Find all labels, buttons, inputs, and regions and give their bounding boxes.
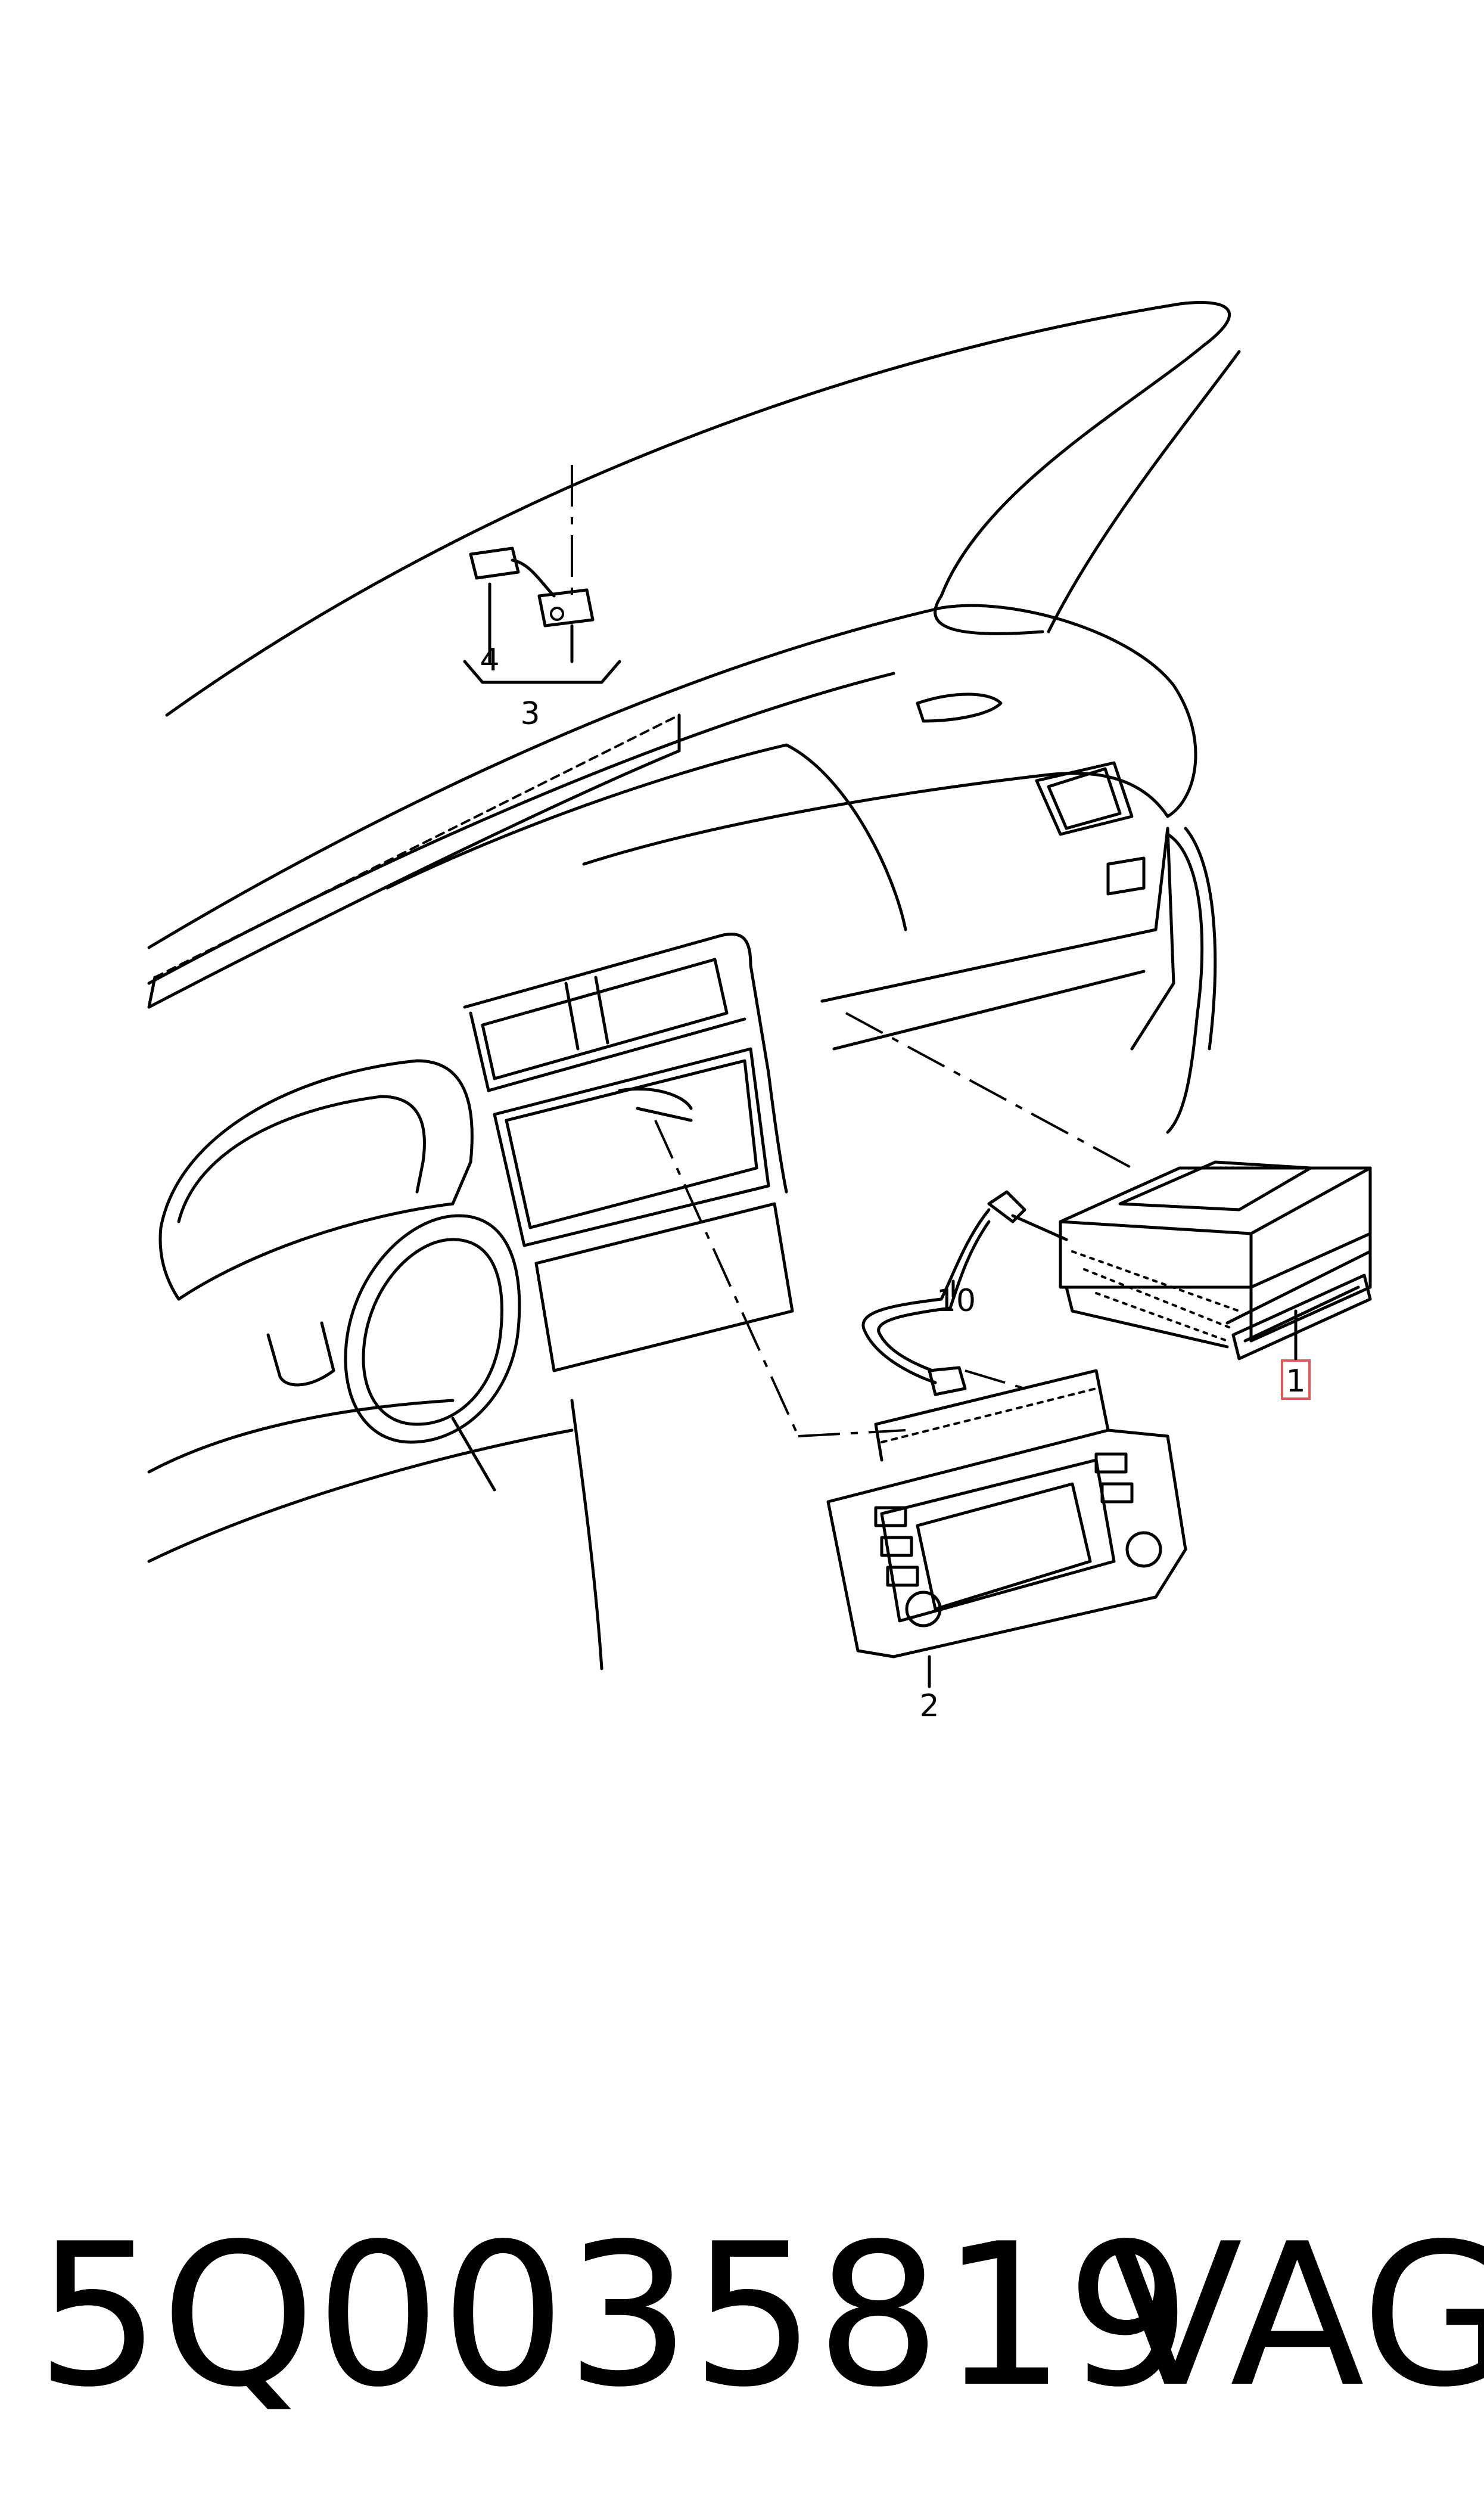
callout-2[interactable]: 2 [919, 1688, 939, 1724]
cable-10 [861, 1190, 1068, 1396]
dashboard-outline [147, 301, 1241, 1134]
part-number-text: 5Q0035819 [36, 2201, 1191, 2430]
head-unit-2 [826, 1369, 1187, 1688]
leader-lines [571, 465, 1133, 1437]
callout-4[interactable]: 4 [480, 642, 499, 678]
callout-1-highlight-box [1281, 1359, 1311, 1400]
callout-3[interactable]: 3 [520, 696, 540, 732]
center-console [463, 932, 794, 1670]
instrument-cluster [147, 1059, 574, 1563]
callout-1[interactable]: 1 [1286, 1363, 1305, 1399]
callout-10[interactable]: 10 [937, 1283, 976, 1319]
brand-text: VAG [1108, 2201, 1484, 2430]
connector-assembly-3 [463, 546, 621, 684]
module-unit-1 [1059, 1160, 1372, 1361]
